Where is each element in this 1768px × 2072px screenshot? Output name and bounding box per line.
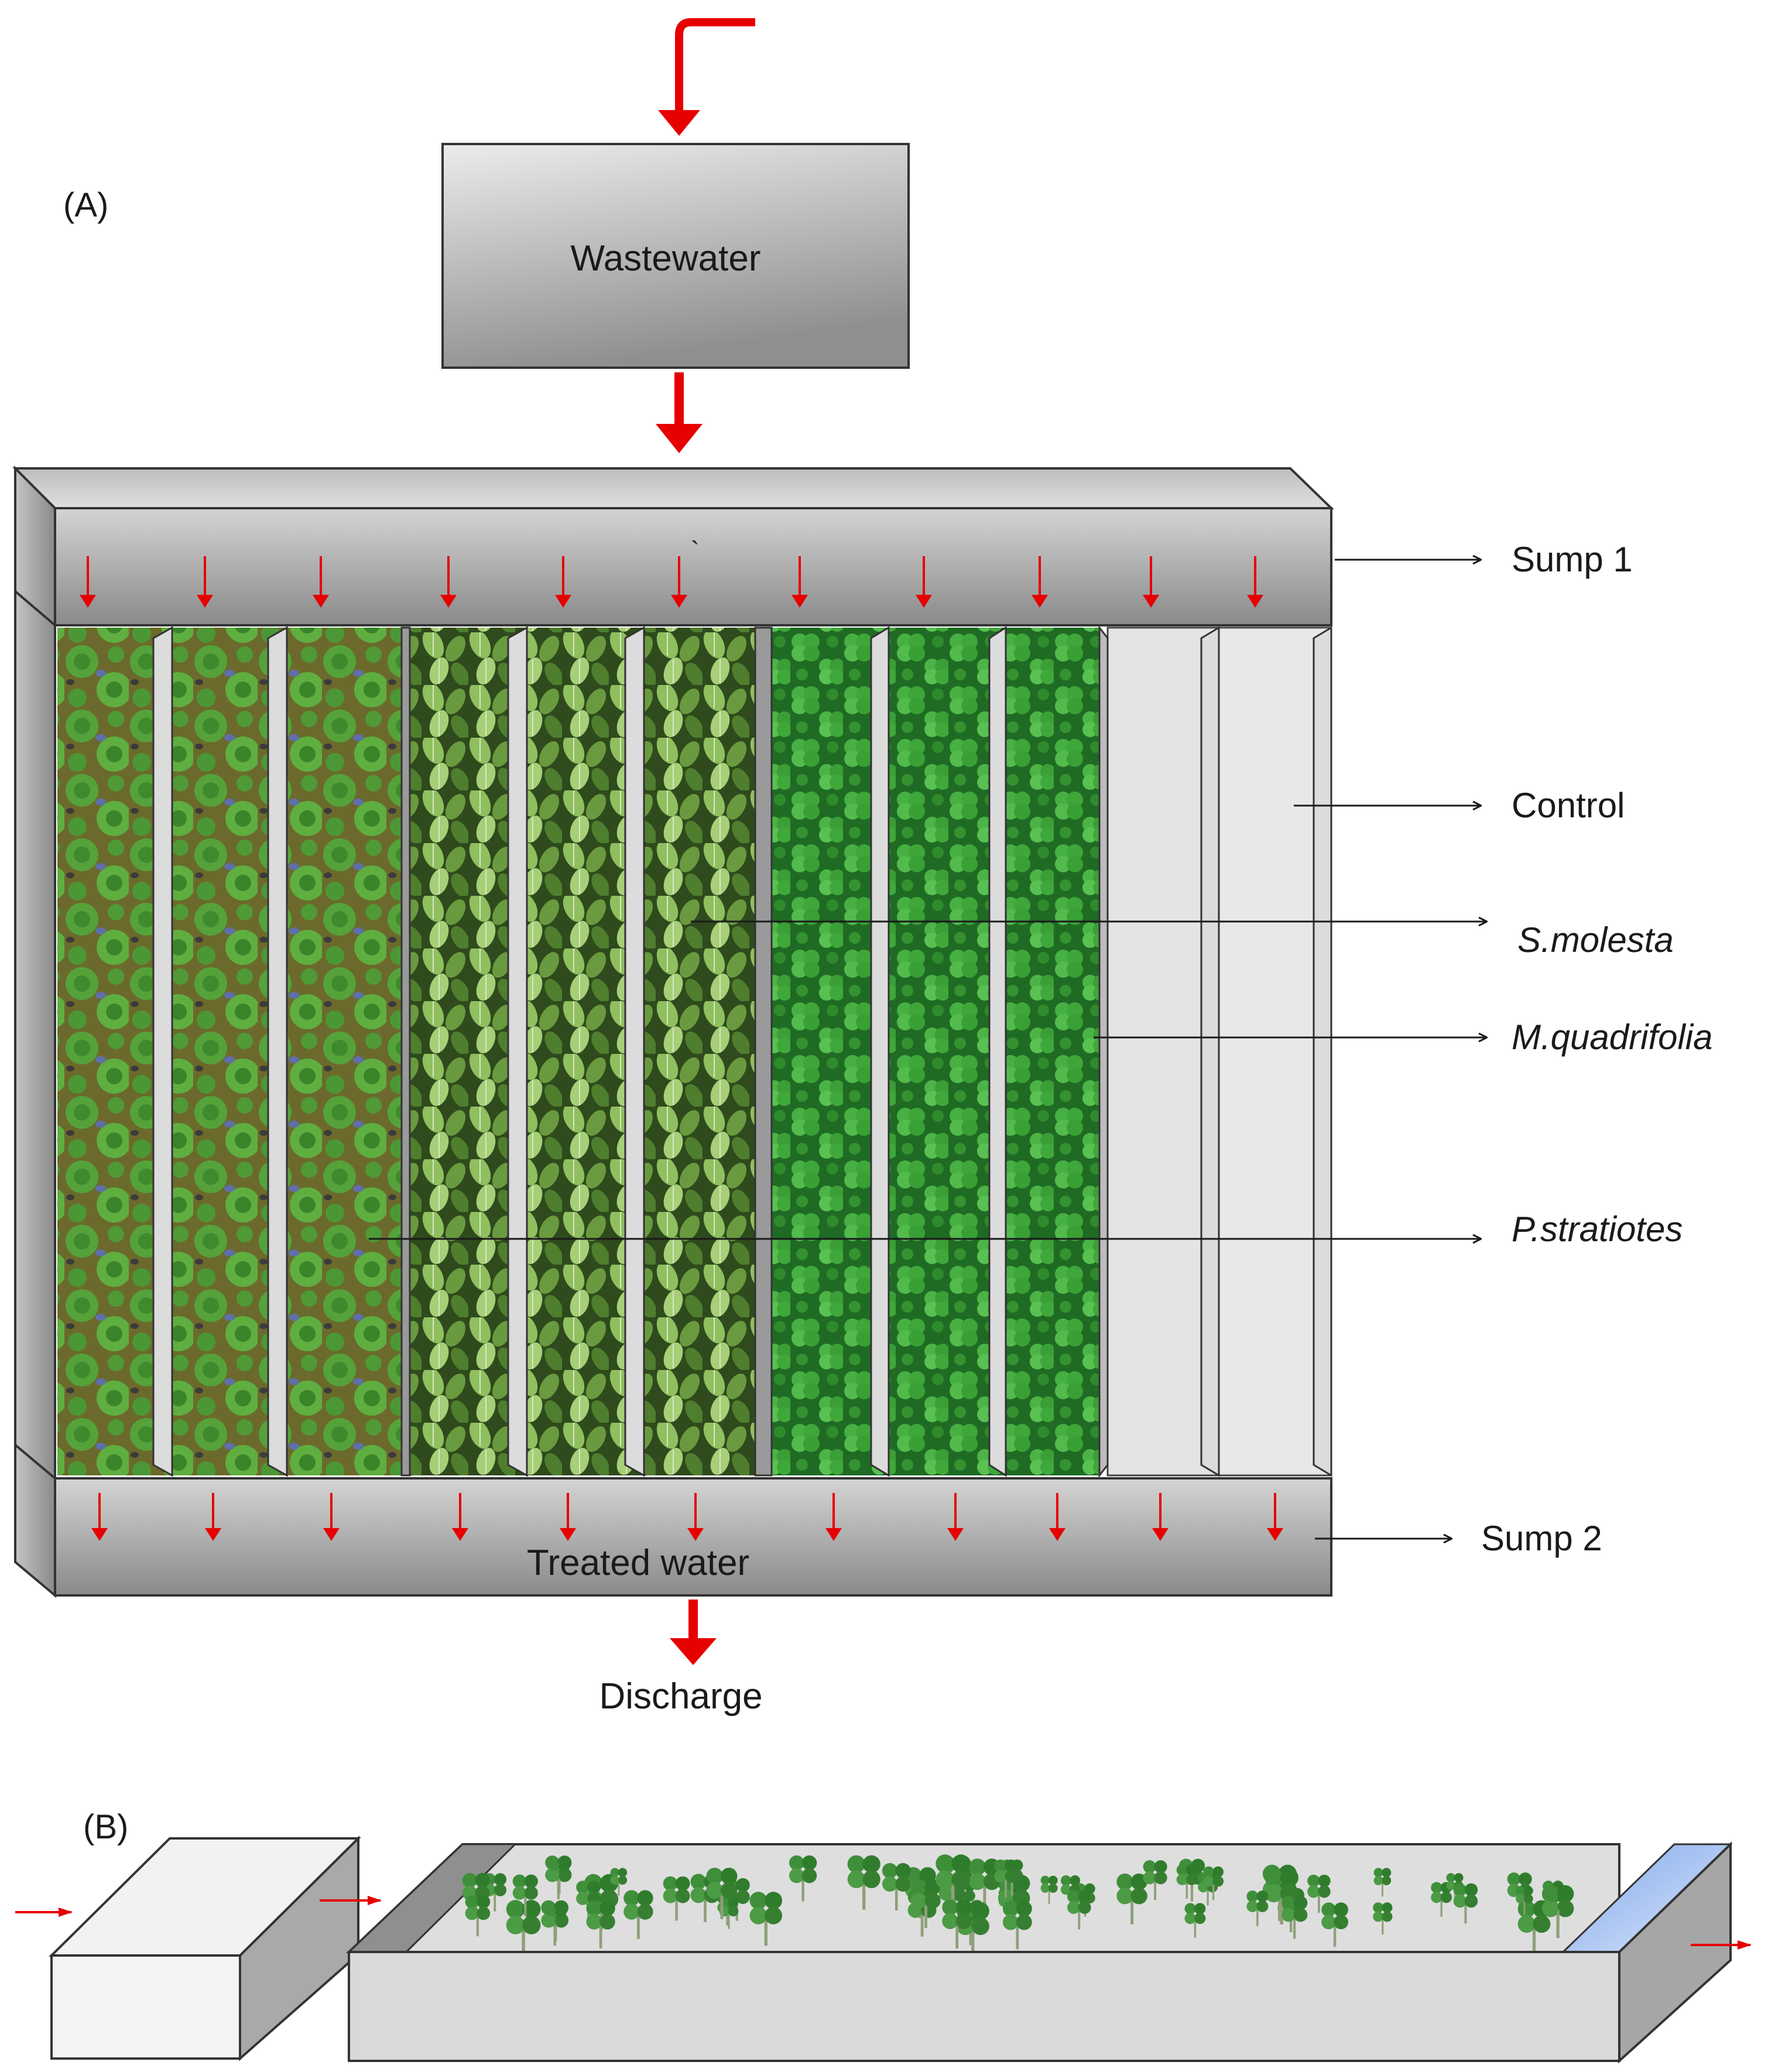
m-quadrifolia-channel-1 — [772, 628, 889, 1475]
sump-2-arrow-icon — [1267, 1493, 1283, 1541]
callout-sump-1-label: Sump 1 — [1512, 540, 1633, 579]
inlet-arrow-icon — [675, 18, 755, 111]
sump-2-arrow-icon — [947, 1493, 964, 1541]
callout-p-stratiotes-label: P.stratiotes — [1512, 1210, 1683, 1249]
channel-dividers — [152, 625, 1332, 1478]
callout-s-molesta-label: S.molesta — [1517, 920, 1674, 960]
sump-2-arrow-icon — [560, 1493, 576, 1541]
callout-s-molesta: S.molesta — [691, 920, 1674, 960]
callout-control: Control — [1294, 786, 1625, 825]
wastewater-tank: Wastewater — [441, 143, 910, 369]
panel-b-label: (B) — [83, 1808, 128, 1846]
callout-sump-1: Sump 1 — [1335, 540, 1633, 579]
m-quadrifolia-channel-2 — [889, 628, 1006, 1475]
bed-left-wall — [14, 588, 56, 1481]
sump-2-arrow-icon — [323, 1493, 340, 1541]
discharge-arrow-icon — [670, 1600, 717, 1665]
inlet-arrowhead-icon — [658, 110, 700, 136]
sump-1 — [12, 465, 1334, 628]
sump-1-arrow-icon — [671, 556, 687, 608]
sump-2-arrow-icon — [1152, 1493, 1169, 1541]
sump-1-arrow-icon — [792, 556, 808, 608]
control-channels — [1106, 626, 1332, 1477]
stray-mark: ` — [691, 536, 700, 565]
sump-1-arrow-icon — [440, 556, 457, 608]
callout-sump-2-label: Sump 2 — [1481, 1519, 1602, 1558]
callout-m-quadrifolia: M.quadrifolia — [1094, 1018, 1713, 1057]
control-channel-2 — [1218, 626, 1332, 1477]
sump-1-arrow-icon — [1143, 556, 1159, 608]
sump-2-arrow-icon — [452, 1493, 468, 1541]
sump-1-arrow-icon — [197, 556, 213, 608]
sump-1-flow-arrows — [80, 556, 1263, 608]
sump-1-arrow-icon — [916, 556, 932, 608]
m-quadrifolia-channels — [772, 628, 1099, 1475]
panel-b-holding-tank — [49, 1835, 361, 2061]
p-stratiotes-channel-3 — [287, 628, 402, 1475]
sump-2-arrow-icon — [205, 1493, 221, 1541]
sump-2-arrow-icon — [91, 1493, 108, 1541]
sump-1-arrow-icon — [313, 556, 329, 608]
sump-2-flow-arrows — [91, 1493, 1283, 1541]
panel-a-label: (A) — [63, 186, 108, 224]
callout-m-quadrifolia-label: M.quadrifolia — [1512, 1018, 1713, 1057]
s-molesta-channel-3 — [644, 628, 761, 1475]
panel-b-treatment-bed — [345, 1841, 1733, 2064]
sump-2-arrow-icon — [825, 1493, 842, 1541]
wastewater-label: Wastewater — [570, 238, 760, 279]
treated-water-label: Treated water — [527, 1543, 749, 1583]
sump-1-arrow-icon — [555, 556, 571, 608]
sump-1-arrow-icon — [1032, 556, 1048, 608]
callout-sump-2: Sump 2 — [1315, 1519, 1602, 1558]
control-channel-1 — [1106, 626, 1220, 1477]
feed-arrow-icon — [656, 372, 703, 453]
discharge-label: Discharge — [599, 1676, 762, 1717]
callout-control-label: Control — [1512, 786, 1625, 825]
sump-2-arrow-icon — [1049, 1493, 1065, 1541]
sump-1-arrow-icon — [1247, 556, 1263, 608]
sump-2-arrow-icon — [687, 1493, 704, 1541]
sump-1-arrow-icon — [80, 556, 96, 608]
callout-p-stratiotes: P.stratiotes — [369, 1210, 1683, 1249]
p-stratiotes-channels — [57, 628, 402, 1475]
m-quadrifolia-channel-3 — [1006, 628, 1099, 1475]
s-molesta-channels — [410, 628, 761, 1475]
